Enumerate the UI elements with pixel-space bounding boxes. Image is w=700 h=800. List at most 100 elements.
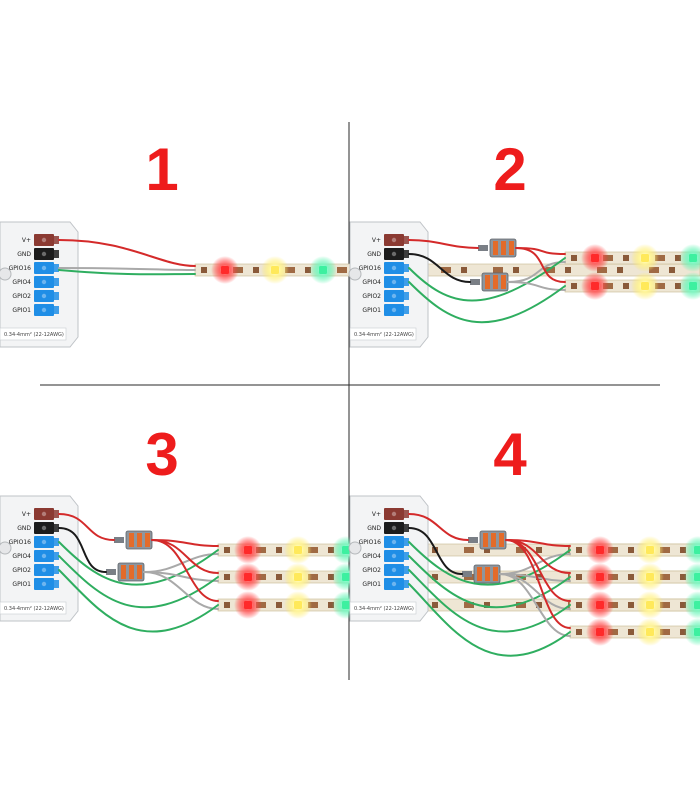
terminal-clamp: [403, 552, 409, 560]
wire-gauge-note: 0.34-4mm² (22-12AWG): [4, 606, 64, 612]
resistor: [571, 255, 577, 261]
resistor: [201, 267, 207, 273]
terminal-clamp: [403, 278, 409, 286]
terminal-clamp: [403, 236, 409, 244]
terminal-label: GPIO2: [12, 293, 31, 300]
terminal-screw: [391, 307, 397, 313]
terminal-screw: [41, 511, 47, 517]
connector-lever-orange: [509, 241, 514, 255]
terminal-clamp: [403, 524, 409, 532]
terminal-block-vplus: [384, 234, 404, 246]
terminal-screw: [41, 293, 47, 299]
led-yellow: [294, 601, 302, 609]
wire-gauge-note: 0.34-4mm² (22-12AWG): [354, 332, 414, 338]
wire-gnd: [58, 269, 196, 276]
terminal-block-gpio4: [34, 276, 54, 288]
terminal-label: GPIO4: [12, 553, 31, 560]
led-yellow: [641, 254, 649, 262]
terminal-screw: [391, 293, 397, 299]
connector-lever: [478, 245, 488, 251]
wire-strip-data: [408, 541, 571, 586]
connector-lever-orange: [137, 565, 142, 579]
resistor: [276, 602, 282, 608]
terminal-label: GPIO1: [362, 581, 381, 588]
terminal-label: GPIO4: [12, 279, 31, 286]
terminal-block-gpio1: [384, 304, 404, 316]
wire-vplus: [408, 239, 479, 249]
terminal-clamp: [403, 292, 409, 300]
terminal-block-vplus: [384, 508, 404, 520]
terminal-label: GPIO4: [362, 553, 381, 560]
led-green: [689, 254, 697, 262]
terminal-screw: [391, 553, 397, 559]
connector-lever: [114, 537, 124, 543]
terminal-clamp: [53, 510, 59, 518]
terminal-clamp: [53, 236, 59, 244]
terminal-label: GND: [367, 251, 381, 258]
terminal-block-gpio1: [384, 578, 404, 590]
terminal-clamp: [53, 278, 59, 286]
controller-mount-hole: [0, 267, 12, 281]
step-number: 4: [493, 421, 527, 488]
connector-lever-orange: [493, 275, 498, 289]
resistor: [576, 574, 582, 580]
step-number: 1: [145, 136, 178, 203]
terminal-block-gpio2: [34, 290, 54, 302]
terminal-clamp: [53, 306, 59, 314]
terminal-label: GPIO2: [362, 567, 381, 574]
resistor: [328, 602, 334, 608]
terminal-label: GPIO16: [359, 539, 382, 546]
controller-mount-hole: [348, 267, 362, 281]
wire-strip-data: [408, 281, 566, 324]
connector-lever: [462, 571, 472, 577]
terminal-block-gpio4: [34, 550, 54, 562]
resistor: [545, 267, 555, 273]
terminal-clamp: [53, 580, 59, 588]
led-green: [342, 573, 350, 581]
led-red: [591, 254, 599, 262]
terminal-block-gpio2: [384, 564, 404, 576]
led-red: [244, 546, 252, 554]
terminal-label: GPIO1: [362, 307, 381, 314]
led-yellow: [646, 573, 654, 581]
terminal-block-gnd: [384, 248, 404, 260]
controller-label-plate: [0, 327, 67, 341]
resistor: [224, 574, 230, 580]
led-red: [591, 282, 599, 290]
led-yellow: [271, 266, 279, 274]
wire-strip-gnd: [507, 281, 566, 291]
terminal-block-gpio2: [34, 564, 54, 576]
resistor: [461, 267, 467, 273]
wire-strip-gnd: [143, 571, 219, 610]
resistor: [669, 267, 675, 273]
connector-lever: [106, 569, 116, 575]
terminal-screw: [41, 265, 47, 271]
resistor: [328, 547, 334, 553]
panel-1: 1 0.34-4mm² (22-12AWG) V+ GND GPIO16GPIO4GPI…: [0, 136, 700, 348]
led-yellow: [641, 282, 649, 290]
terminal-label: GPIO16: [9, 265, 32, 272]
terminal-label: GPIO1: [12, 581, 31, 588]
terminal-label: V+: [372, 237, 381, 244]
resistor: [628, 547, 634, 553]
terminal-label: V+: [372, 511, 381, 518]
led-green-glow: [684, 536, 700, 564]
connector-lever-orange: [485, 567, 490, 581]
led-green: [342, 601, 350, 609]
led-red: [596, 573, 604, 581]
wire-gauge-note: 0.34-4mm² (22-12AWG): [354, 606, 414, 612]
connector-lever-orange: [129, 565, 134, 579]
wire-gnd: [58, 527, 107, 573]
resistor: [536, 547, 542, 553]
terminal-clamp: [53, 250, 59, 258]
resistor: [308, 602, 318, 608]
terminal-clamp: [403, 510, 409, 518]
terminal-label: GPIO16: [9, 539, 32, 546]
resistor: [628, 629, 634, 635]
resistor: [536, 602, 542, 608]
panel-4: 40.34-4mm² (22-12AWG)V+GNDGPIO16GPIO4GPI…: [348, 421, 700, 657]
terminal-screw: [41, 567, 47, 573]
led-yellow: [646, 546, 654, 554]
terminal-block-gnd: [384, 522, 404, 534]
resistor: [253, 267, 259, 273]
